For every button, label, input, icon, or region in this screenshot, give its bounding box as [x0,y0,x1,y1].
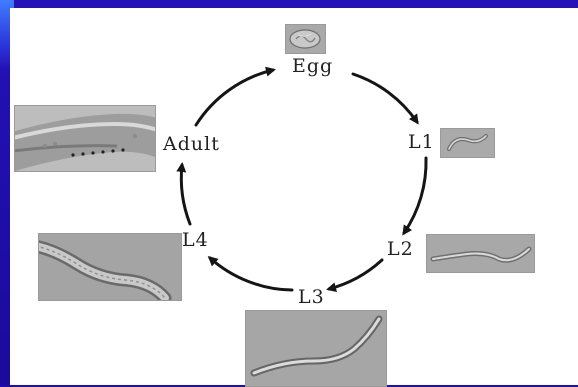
arrow-egg-to-l1 [353,74,417,122]
stage-label-adult: Adult [163,135,220,154]
stage-label-l2: L2 [387,240,414,259]
arrow-l1-to-l2 [404,158,426,233]
arrow-adult-to-egg [196,70,273,125]
stage-label-egg: Egg [292,57,333,76]
stage-label-l4: L4 [182,231,209,250]
arrow-l4-to-adult [181,165,190,224]
arrow-l3-to-l4 [210,258,292,290]
l4-larva-micrograph [38,233,182,301]
arrow-l2-to-l3 [329,260,382,289]
l2-larva-micrograph [426,234,535,273]
stage-label-l1: L1 [408,133,435,152]
adult-worm-micrograph [14,105,156,172]
l1-larva-micrograph [440,128,495,158]
life-cycle-panel: Egg L1 L2 L3 L4 Adult [10,8,578,385]
l3-larva-micrograph [245,310,387,387]
egg-micrograph [285,24,326,54]
stage-label-l3: L3 [298,288,325,307]
